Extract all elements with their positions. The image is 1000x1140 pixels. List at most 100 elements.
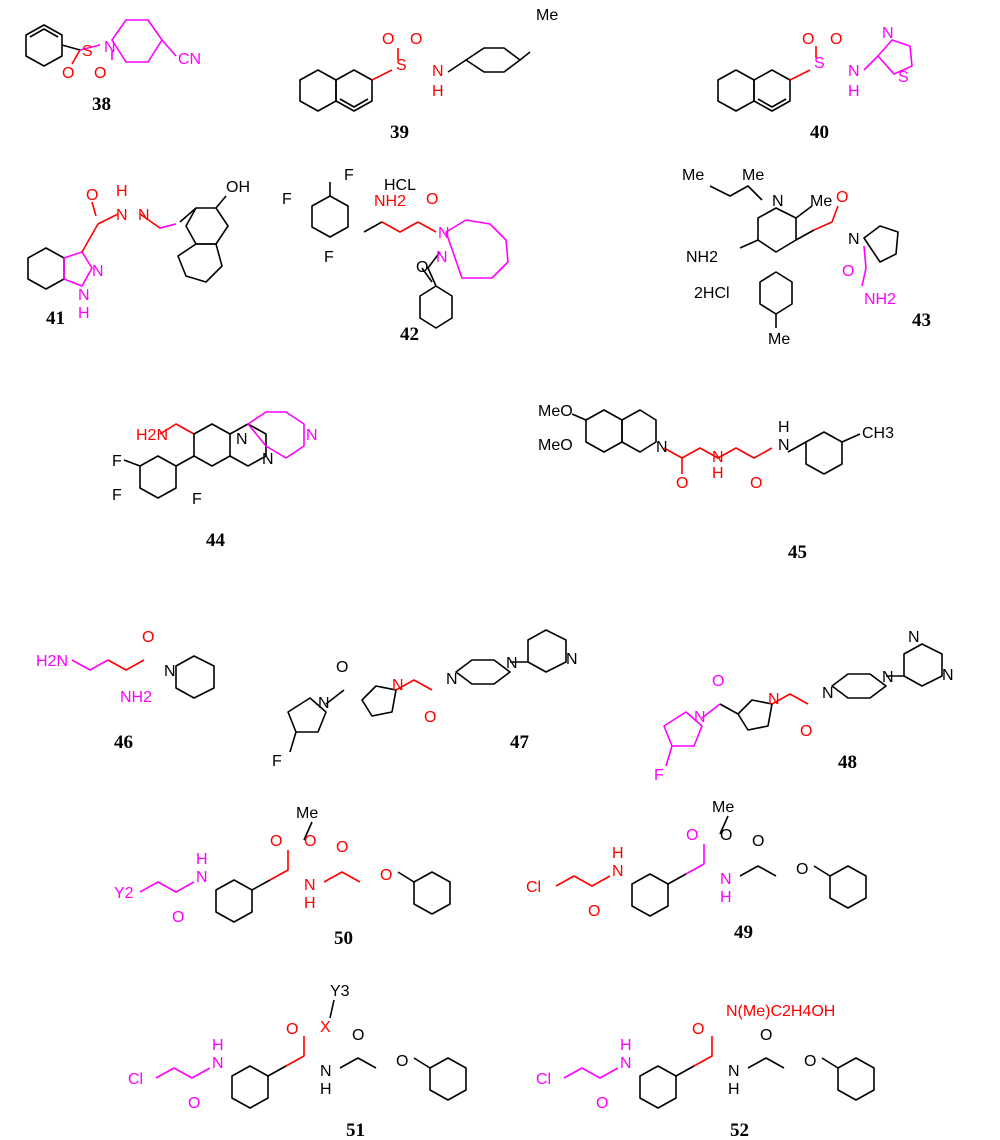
compound-label-43: 43 — [912, 310, 931, 331]
atom-n: N — [772, 193, 784, 210]
atom-nh2: NH2 — [864, 291, 896, 308]
atom-me: Me — [536, 7, 558, 24]
atom-o: O — [172, 909, 184, 926]
atom-f: F — [112, 487, 122, 504]
atom-me: Me — [810, 193, 832, 210]
compound-45: MeO MeO N O H N H N O CH3 45 — [538, 403, 894, 563]
atom-2hcl: 2HCl — [694, 285, 730, 302]
atom-o: O — [796, 861, 808, 878]
compound-50: Me O O H N Y2 O N H O O 50 — [114, 805, 451, 949]
atom-n: N — [92, 263, 104, 280]
compound-39: Me O O S N H 39 — [299, 7, 558, 143]
compound-label-49: 49 — [734, 922, 753, 943]
atom-nh2: NH2 — [686, 249, 718, 266]
atom-cl: Cl — [128, 1071, 143, 1088]
atom-n: N — [720, 871, 732, 888]
atom-n-me-c2h4oh: N(Me)C2H4OH — [726, 1003, 835, 1020]
atom-h: H — [432, 83, 444, 100]
compound-label-40: 40 — [810, 122, 829, 143]
atom-n: N — [432, 63, 444, 80]
atom-n: N — [882, 25, 894, 42]
atom-f: F — [282, 191, 292, 208]
atom-me: Me — [712, 799, 734, 816]
atom-o: O — [676, 475, 688, 492]
atom-n: N — [436, 249, 448, 266]
atom-n: N — [620, 1055, 632, 1072]
atom-nh2: NH2 — [120, 689, 152, 706]
atom-o: O — [836, 189, 848, 206]
atom-o: O — [830, 31, 842, 48]
atom-o: O — [396, 1053, 408, 1070]
atom-me: Me — [296, 805, 318, 822]
atom-n: N — [392, 677, 404, 694]
atom-n: N — [778, 437, 790, 454]
atom-o: O — [416, 259, 428, 276]
atom-o: O — [588, 903, 600, 920]
atom-h: H — [78, 305, 90, 322]
atom-h: H — [728, 1081, 740, 1098]
atom-meo: MeO — [538, 403, 573, 420]
atom-n: N — [304, 877, 316, 894]
compound-label-52: 52 — [730, 1120, 749, 1140]
compound-49: Me O O H N Cl O N H O O 49 — [526, 799, 867, 943]
compound-43: Me Me N Me O N NH2 2HCl O NH2 Me 43 — [682, 167, 931, 348]
atom-o: O — [692, 1021, 704, 1038]
atom-h: H — [712, 465, 724, 482]
atom-h: H — [848, 83, 860, 100]
atom-n: N — [882, 669, 894, 686]
atom-o: O — [760, 1027, 772, 1044]
compound-52: N(Me)C2H4OH O H N Cl O N H O O 52 — [536, 1003, 875, 1140]
compound-41: O H N N OH N N H 41 — [27, 179, 250, 329]
atom-me: Me — [682, 167, 704, 184]
atom-o: O — [712, 673, 724, 690]
atom-o: O — [800, 723, 812, 740]
atom-s: S — [898, 69, 909, 86]
atom-f: F — [112, 453, 122, 470]
atom-o: O — [86, 187, 98, 204]
atom-o: O — [842, 263, 854, 280]
atom-n: N — [164, 663, 176, 680]
atom-n: N — [262, 451, 274, 468]
atom-n: N — [694, 709, 706, 726]
atom-o: O — [382, 31, 394, 48]
atom-n: N — [318, 695, 330, 712]
atom-n: N — [822, 685, 834, 702]
compound-label-46: 46 — [114, 732, 133, 753]
atom-o: O — [720, 827, 732, 844]
atom-o: O — [686, 827, 698, 844]
atom-s: S — [82, 43, 93, 60]
atom-meo: MeO — [538, 437, 573, 454]
atom-cn: CN — [178, 51, 201, 68]
atom-n: N — [712, 449, 724, 466]
atom-nh2: NH2 — [374, 193, 406, 210]
atom-me: Me — [742, 167, 764, 184]
atom-o: O — [336, 839, 348, 856]
atom-n: N — [236, 431, 248, 448]
atom-h2n: H2N — [36, 653, 68, 670]
compound-label-41: 41 — [46, 308, 65, 329]
atom-f: F — [654, 767, 664, 784]
atom-n: N — [438, 225, 450, 242]
atom-me: Me — [768, 331, 790, 348]
atom-h: H — [720, 889, 732, 906]
atom-o: O — [804, 1053, 816, 1070]
atom-h: H — [320, 1081, 332, 1098]
atom-x: X — [320, 1019, 331, 1036]
atom-oh: OH — [226, 179, 250, 196]
atom-o: O — [286, 1021, 298, 1038]
atom-h: H — [778, 419, 790, 436]
atom-o: O — [62, 65, 74, 82]
atom-n: N — [656, 439, 668, 456]
atom-f: F — [272, 753, 282, 770]
atom-o: O — [94, 65, 106, 82]
compound-46: H2N NH2 O N 46 — [36, 629, 215, 753]
atom-o: O — [380, 867, 392, 884]
compound-label-50: 50 — [334, 928, 353, 949]
compound-label-51: 51 — [346, 1120, 365, 1140]
compound-label-48: 48 — [838, 752, 857, 773]
atom-hcl: HCL — [384, 177, 416, 194]
compound-44: H2N N N N F F F 44 — [112, 411, 318, 551]
atom-o: O — [750, 475, 762, 492]
atom-f: F — [192, 491, 202, 508]
compound-label-47: 47 — [510, 732, 530, 753]
